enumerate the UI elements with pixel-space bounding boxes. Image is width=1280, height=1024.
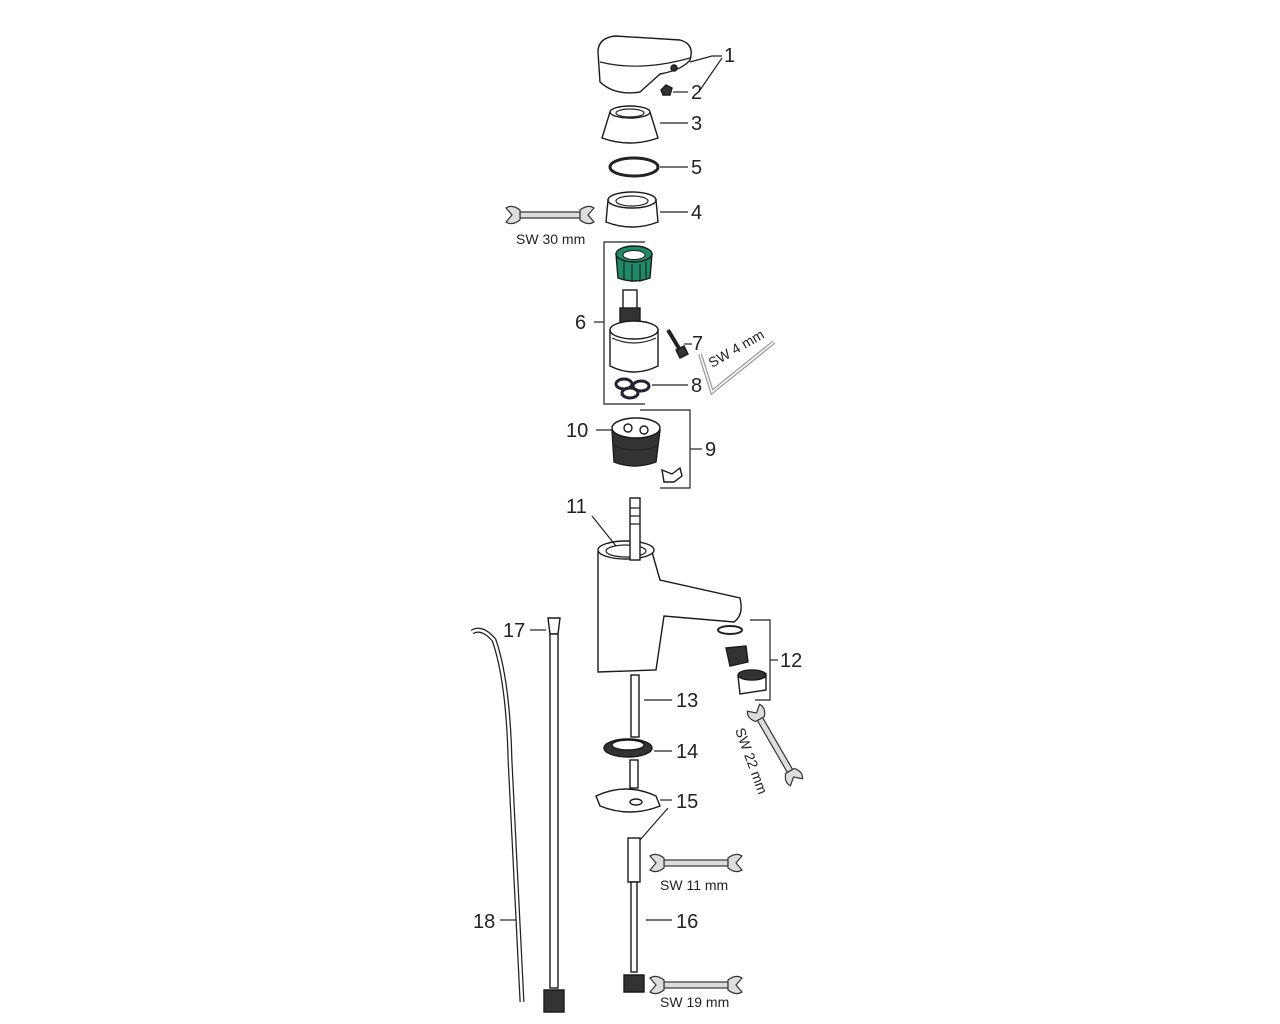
- tool-label-sw4: SW 4 mm: [706, 326, 767, 371]
- mounting-rod-part-16: [623, 837, 645, 993]
- label-7: 7: [692, 333, 703, 355]
- tool-label-sw11: SW 11 mm: [660, 877, 728, 893]
- label-16: 16: [676, 911, 698, 933]
- label-4: 4: [691, 202, 702, 224]
- tool-label-sw19: SW 19 mm: [660, 994, 729, 1010]
- aerator-part-12: [717, 625, 767, 695]
- wrench-sw19-icon: [649, 975, 743, 995]
- grub-screw-part-2: [660, 84, 673, 96]
- horseshoe-washer-part-15: [595, 759, 661, 813]
- wrench-sw11-icon: [649, 853, 743, 873]
- handle-part-1: [597, 35, 692, 94]
- clip-part-9: [661, 466, 683, 483]
- label-17: 17: [503, 620, 525, 642]
- flex-hose-part-17: [543, 617, 565, 1013]
- label-15: 15: [676, 791, 698, 813]
- label-1: 1: [724, 45, 735, 67]
- label-2: 2: [691, 82, 702, 104]
- pull-rod-highlight: [471, 629, 524, 1003]
- threaded-nut-part-4: [605, 191, 659, 228]
- label-9: 9: [705, 439, 716, 461]
- cartridge-part-6: [609, 289, 659, 373]
- seals-part-8: [614, 377, 651, 400]
- label-14: 14: [676, 741, 698, 763]
- washer-part-14: [603, 738, 653, 758]
- label-11: 11: [566, 496, 587, 518]
- wrench-sw30-icon: [505, 205, 595, 225]
- hex-key-sw4-icon: [698, 340, 776, 396]
- label-8: 8: [691, 375, 702, 397]
- label-18: 18: [473, 911, 495, 933]
- o-ring-part-5: [608, 156, 660, 178]
- label-12: 12: [780, 650, 802, 672]
- tool-label-sw22: SW 22 mm: [732, 726, 771, 797]
- mixer-body-part-11: [597, 497, 742, 673]
- screw-part-7: [666, 328, 689, 359]
- label-3: 3: [691, 113, 702, 135]
- cartridge-nut-green: [615, 245, 653, 282]
- leader-1: [689, 55, 722, 63]
- pull-rod-part-18: [470, 627, 525, 1003]
- leader-15b: [639, 807, 669, 841]
- leader-2a: [699, 57, 723, 91]
- cover-sleeve-part-3: [601, 105, 659, 144]
- thermostatic-element-part-10: [611, 417, 661, 467]
- bracket-6: [603, 241, 645, 405]
- label-10: 10: [566, 420, 588, 442]
- tool-label-sw30: SW 30 mm: [516, 231, 585, 247]
- wrench-sw22-icon: [746, 703, 804, 787]
- label-5: 5: [691, 157, 702, 179]
- threaded-stud-part-13: [630, 674, 640, 738]
- label-6: 6: [575, 312, 586, 334]
- label-13: 13: [676, 690, 698, 712]
- leader-11: [591, 515, 617, 547]
